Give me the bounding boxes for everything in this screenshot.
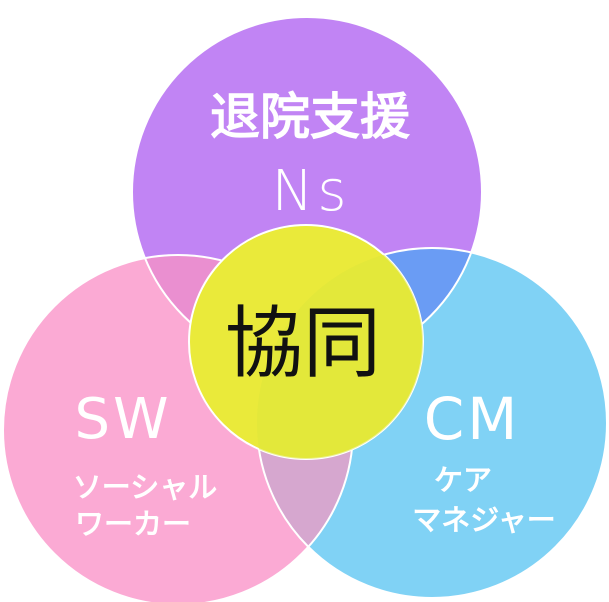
sw-abbr: SW (75, 387, 172, 452)
center-label: 協同 (225, 299, 381, 389)
cm-subtitle-line1: ケア (434, 463, 492, 497)
ns-abbr: Ns (271, 159, 350, 224)
sw-subtitle-line1: ソーシャル (73, 470, 217, 504)
center-overlap-cm (257, 248, 423, 459)
cm-subtitle-line2: マネジャー (412, 503, 556, 537)
cm-abbr: CM (424, 385, 521, 453)
ns-title: 退院支援 (210, 87, 411, 146)
sw-subtitle-line2: ワーカー (75, 507, 191, 541)
